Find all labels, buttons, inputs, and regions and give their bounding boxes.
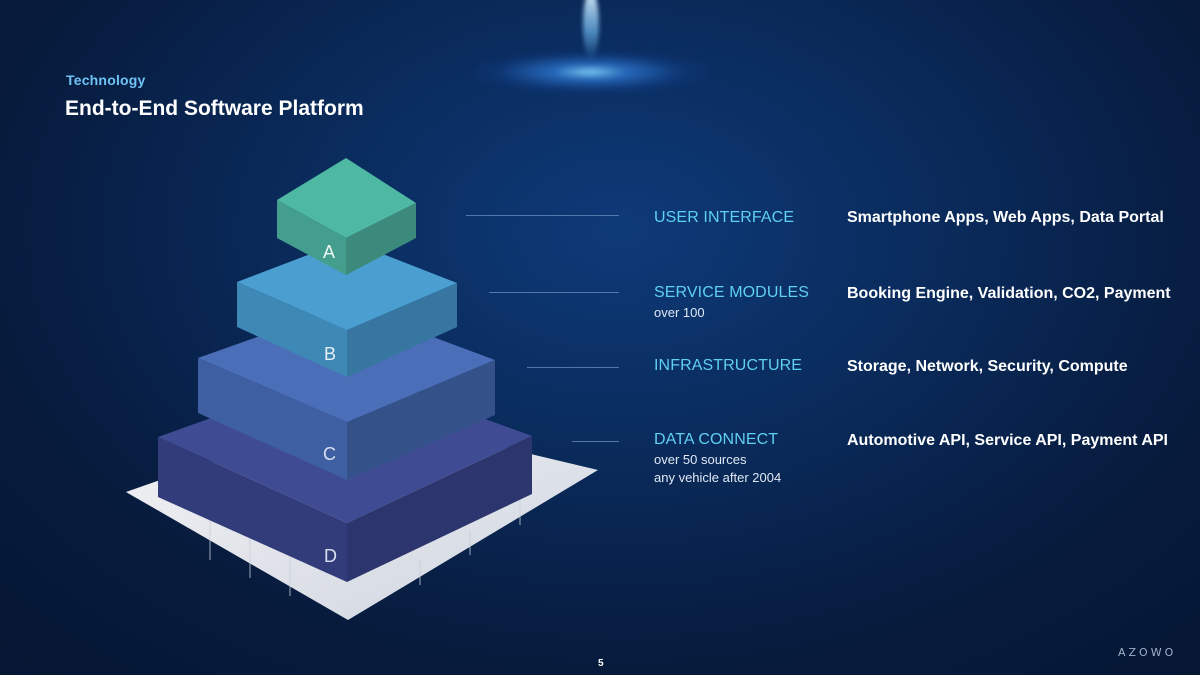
layer-c-description: Storage, Network, Security, Compute: [847, 358, 1128, 375]
connector-line-b: [489, 292, 619, 293]
page-number: 5: [598, 658, 604, 669]
layer-c-letter: C: [323, 444, 336, 464]
layer-b-block: B: [237, 240, 457, 377]
layer-d-subtext-2: any vehicle after 2004: [654, 470, 782, 485]
layer-a-letter: A: [323, 242, 335, 262]
brand-logo: AZOWO: [1118, 646, 1177, 659]
layer-b-letter: B: [324, 344, 336, 364]
layer-d-subtext-1: over 50 sources: [654, 452, 747, 467]
layer-b-subtext: over 100: [654, 305, 705, 320]
layer-c-name: INFRASTRUCTURE: [654, 357, 803, 374]
layer-d-description: Automotive API, Service API, Payment API: [847, 432, 1168, 449]
layer-d-name: DATA CONNECT: [654, 431, 779, 448]
layer-a-block: A: [277, 158, 416, 275]
layer-a-name: USER INTERFACE: [654, 209, 795, 226]
connector-line-a: [466, 215, 619, 216]
section-label: Technology: [66, 72, 146, 88]
light-beam: [583, 0, 599, 60]
layer-b-name: SERVICE MODULES: [654, 284, 810, 301]
connector-line-d: [572, 441, 619, 442]
connector-line-c: [527, 367, 619, 368]
page-title: End-to-End Software Platform: [65, 97, 364, 120]
light-glow: [470, 50, 710, 94]
layer-a-description: Smartphone Apps, Web Apps, Data Portal: [847, 209, 1164, 226]
layer-d-letter: D: [324, 546, 337, 566]
layer-b-description: Booking Engine, Validation, CO2, Payment: [847, 285, 1171, 302]
